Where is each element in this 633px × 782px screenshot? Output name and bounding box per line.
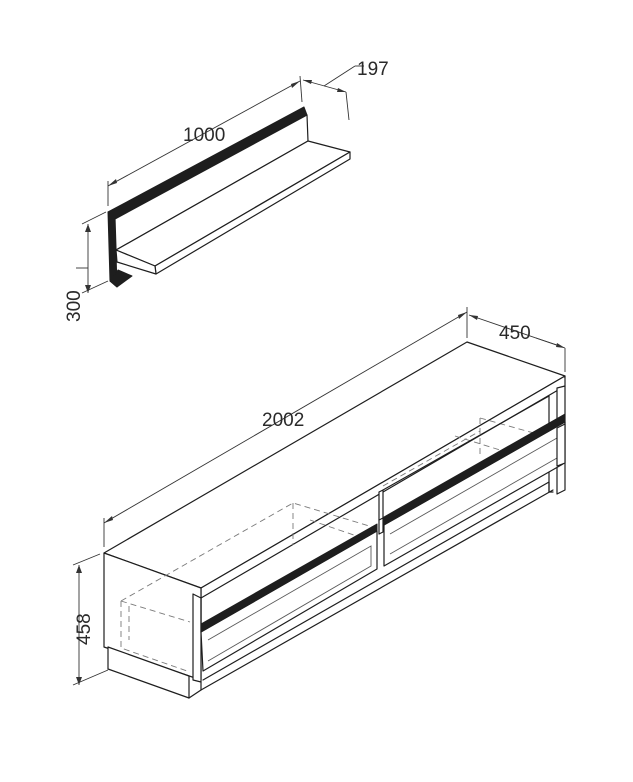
shelf-width-dimension: 1000 <box>107 75 303 206</box>
shelf-height-label: 300 <box>64 290 85 322</box>
shelf-width-label: 1000 <box>183 125 225 146</box>
shelf-depth-label: 197 <box>357 59 389 80</box>
tv-unit-width-label: 2002 <box>262 410 304 431</box>
shelf-height-dimension: 300 <box>64 211 109 322</box>
shelf-back-bottom-edge <box>109 269 133 288</box>
wall-shelf: 1000 197 300 <box>64 59 389 322</box>
right-drawer-side <box>556 423 566 467</box>
right-drawer-handle-rail <box>383 413 566 526</box>
tv-unit: 2002 450 458 <box>72 307 566 699</box>
tv-unit-middle-divider <box>378 489 384 535</box>
tv-unit-left-panel-edge <box>192 593 202 683</box>
tv-unit-depth-label: 450 <box>499 323 531 344</box>
tv-unit-depth-dimension: 450 <box>468 314 566 372</box>
tv-unit-height-label: 458 <box>74 613 95 645</box>
shelf-board-side <box>115 249 157 275</box>
tv-unit-height-dimension: 458 <box>72 553 109 686</box>
tv-unit-width-dimension: 2002 <box>103 307 468 547</box>
shelf-depth-dimension: 197 <box>302 59 389 121</box>
